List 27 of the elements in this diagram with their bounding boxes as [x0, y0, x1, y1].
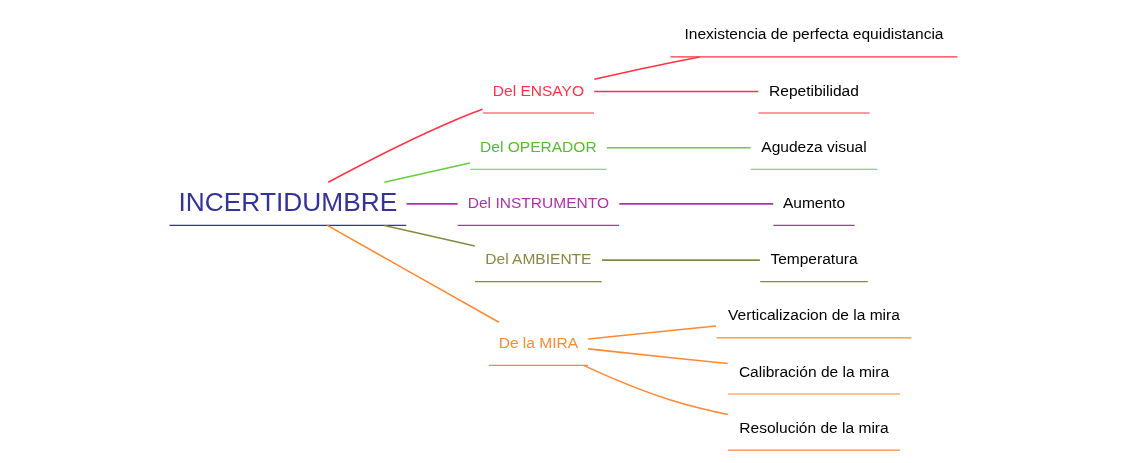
connector — [600, 258, 761, 261]
connector — [326, 224, 500, 323]
connector — [383, 224, 476, 247]
node-text: Del OPERADOR — [479, 137, 597, 155]
node-text: Del INSTRUMENTO — [467, 193, 609, 211]
node-text: Inexistencia de perfecta equidistancia — [683, 24, 944, 42]
connector — [605, 146, 751, 148]
node-text: Temperatura — [769, 249, 858, 267]
connector — [326, 108, 483, 183]
node-text: Repetibilidad — [768, 81, 859, 99]
node-text: Aumento — [782, 193, 845, 211]
connector — [586, 347, 728, 364]
connector — [586, 324, 717, 340]
connector — [582, 364, 729, 415]
connector — [405, 202, 458, 205]
node-text: Resolución de la mira — [738, 418, 889, 436]
node-text: INCERTIDUMBRE — [178, 186, 397, 217]
node-text: Del ENSAYO — [492, 81, 584, 99]
node-text: Calibración de la mira — [738, 362, 889, 380]
node-text: Agudeza visual — [760, 137, 867, 155]
node-text: Del AMBIENTE — [484, 249, 591, 267]
connector — [383, 161, 471, 183]
node-text: De la MIRA — [498, 333, 578, 351]
connector — [593, 55, 701, 80]
connector — [618, 202, 774, 205]
connector — [592, 90, 759, 92]
node-text: Verticalizacion de la mira — [727, 305, 900, 323]
